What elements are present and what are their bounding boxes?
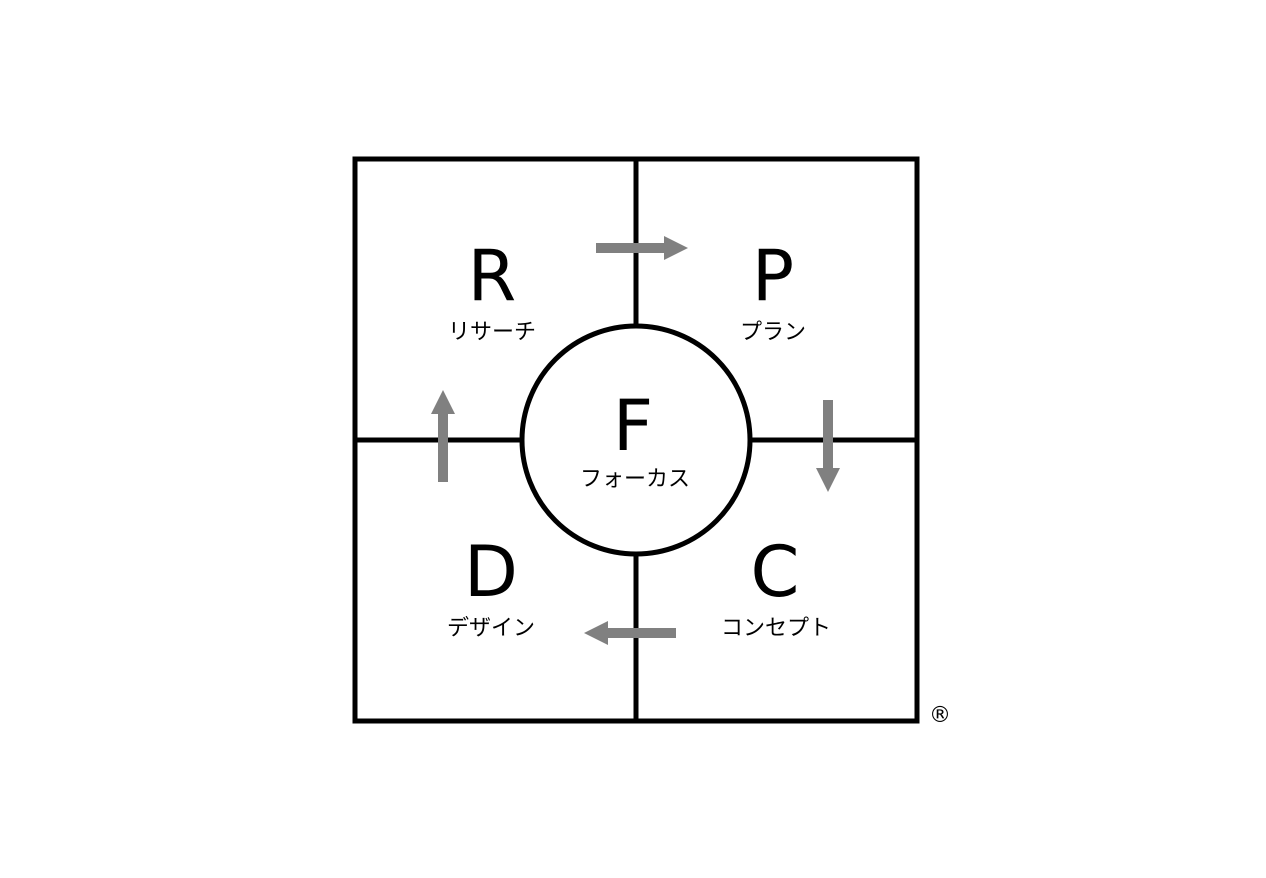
plan-letter: P (752, 235, 794, 317)
arrow-up-icon (431, 390, 455, 482)
registered-mark: ® (929, 703, 951, 728)
center-circle (519, 323, 753, 557)
research-letter: R (468, 235, 517, 317)
focus-letter: F (613, 385, 653, 467)
design-label: デザイン (447, 616, 535, 641)
concept-letter: C (751, 531, 800, 613)
arrow-left-icon (584, 621, 676, 645)
concept-label: コンセプト (721, 616, 831, 641)
arrow-down-icon (816, 400, 840, 492)
arrow-right-icon (596, 236, 688, 260)
focus-label: フォーカス (580, 467, 690, 492)
design-letter: D (464, 531, 518, 613)
research-label: リサーチ (448, 320, 536, 345)
plan-label: プラン (740, 320, 806, 345)
